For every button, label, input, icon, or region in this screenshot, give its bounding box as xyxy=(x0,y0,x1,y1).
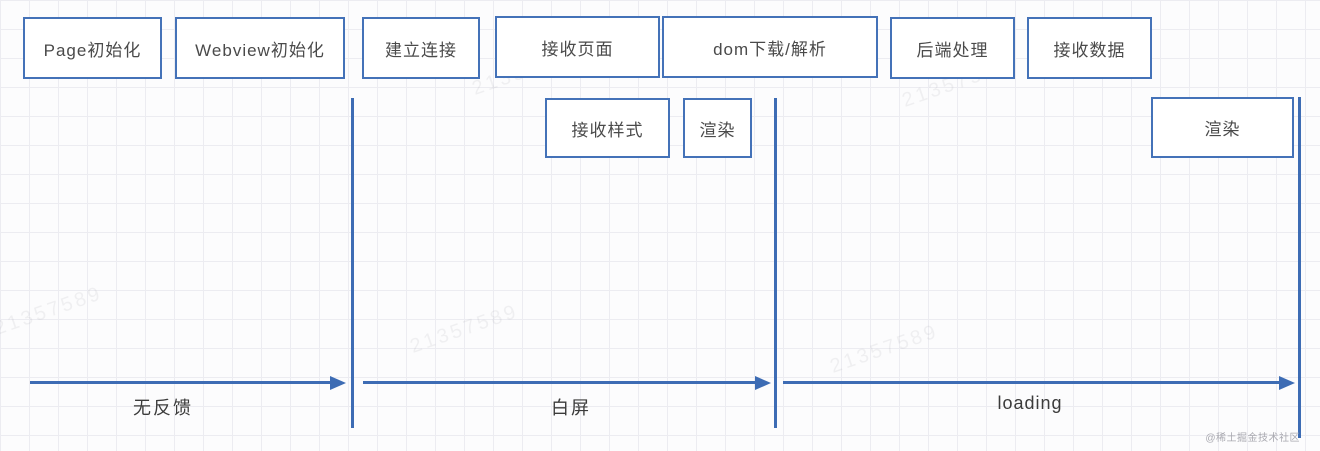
stage-box-label: dom下载/解析 xyxy=(713,39,827,59)
stage-box-connect: 建立连接 xyxy=(362,17,480,79)
stage-box-label: 后端处理 xyxy=(916,40,989,60)
stage-box-backend: 后端处理 xyxy=(890,17,1015,79)
watermark-diagonal: 21357589 xyxy=(407,300,522,358)
stage-box-label: 渲染 xyxy=(1204,120,1241,139)
phase-label-nofeedback: 无反馈 xyxy=(133,398,193,418)
stage-box-render-2: 渲染 xyxy=(1151,97,1294,158)
arrow-head-icon xyxy=(330,375,346,390)
stage-box-dom-parse: dom下载/解析 xyxy=(662,16,878,78)
stage-box-label: 接收数据 xyxy=(1053,40,1126,60)
stage-box-label: Page初始化 xyxy=(43,40,142,60)
watermark-diagonal: 21357589 xyxy=(827,320,942,378)
stage-box-label: 渲染 xyxy=(699,120,736,140)
phase-arrow-whitescreen xyxy=(363,381,756,384)
watermark-credit: @稀土掘金技术社区 xyxy=(1205,433,1300,444)
stage-box-page-init: Page初始化 xyxy=(23,17,162,79)
arrow-head-icon xyxy=(755,375,771,390)
phase-arrow-nofeedback xyxy=(30,381,331,384)
phase-divider-1 xyxy=(351,98,354,428)
stage-box-label: 建立连接 xyxy=(385,40,457,60)
stage-box-webview-init: Webview初始化 xyxy=(175,17,345,79)
stage-box-label: 接收页面 xyxy=(541,39,614,59)
stage-box-receive-page: 接收页面 xyxy=(495,16,660,78)
stage-box-render-1: 渲染 xyxy=(683,98,752,158)
phase-label-loading: loading xyxy=(997,393,1063,413)
stage-box-label: Webview初始化 xyxy=(195,40,325,60)
phase-arrow-loading xyxy=(783,381,1280,384)
watermark-diagonal: 21357589 xyxy=(0,282,106,340)
arrow-head-icon xyxy=(1279,375,1295,390)
stage-box-receive-style: 接收样式 xyxy=(545,98,670,158)
stage-box-label: 接收样式 xyxy=(571,120,644,140)
stage-box-receive-data: 接收数据 xyxy=(1027,17,1152,79)
phase-divider-2 xyxy=(774,98,777,428)
phase-divider-3 xyxy=(1298,97,1301,438)
phase-label-whitescreen: 白屏 xyxy=(551,398,591,418)
